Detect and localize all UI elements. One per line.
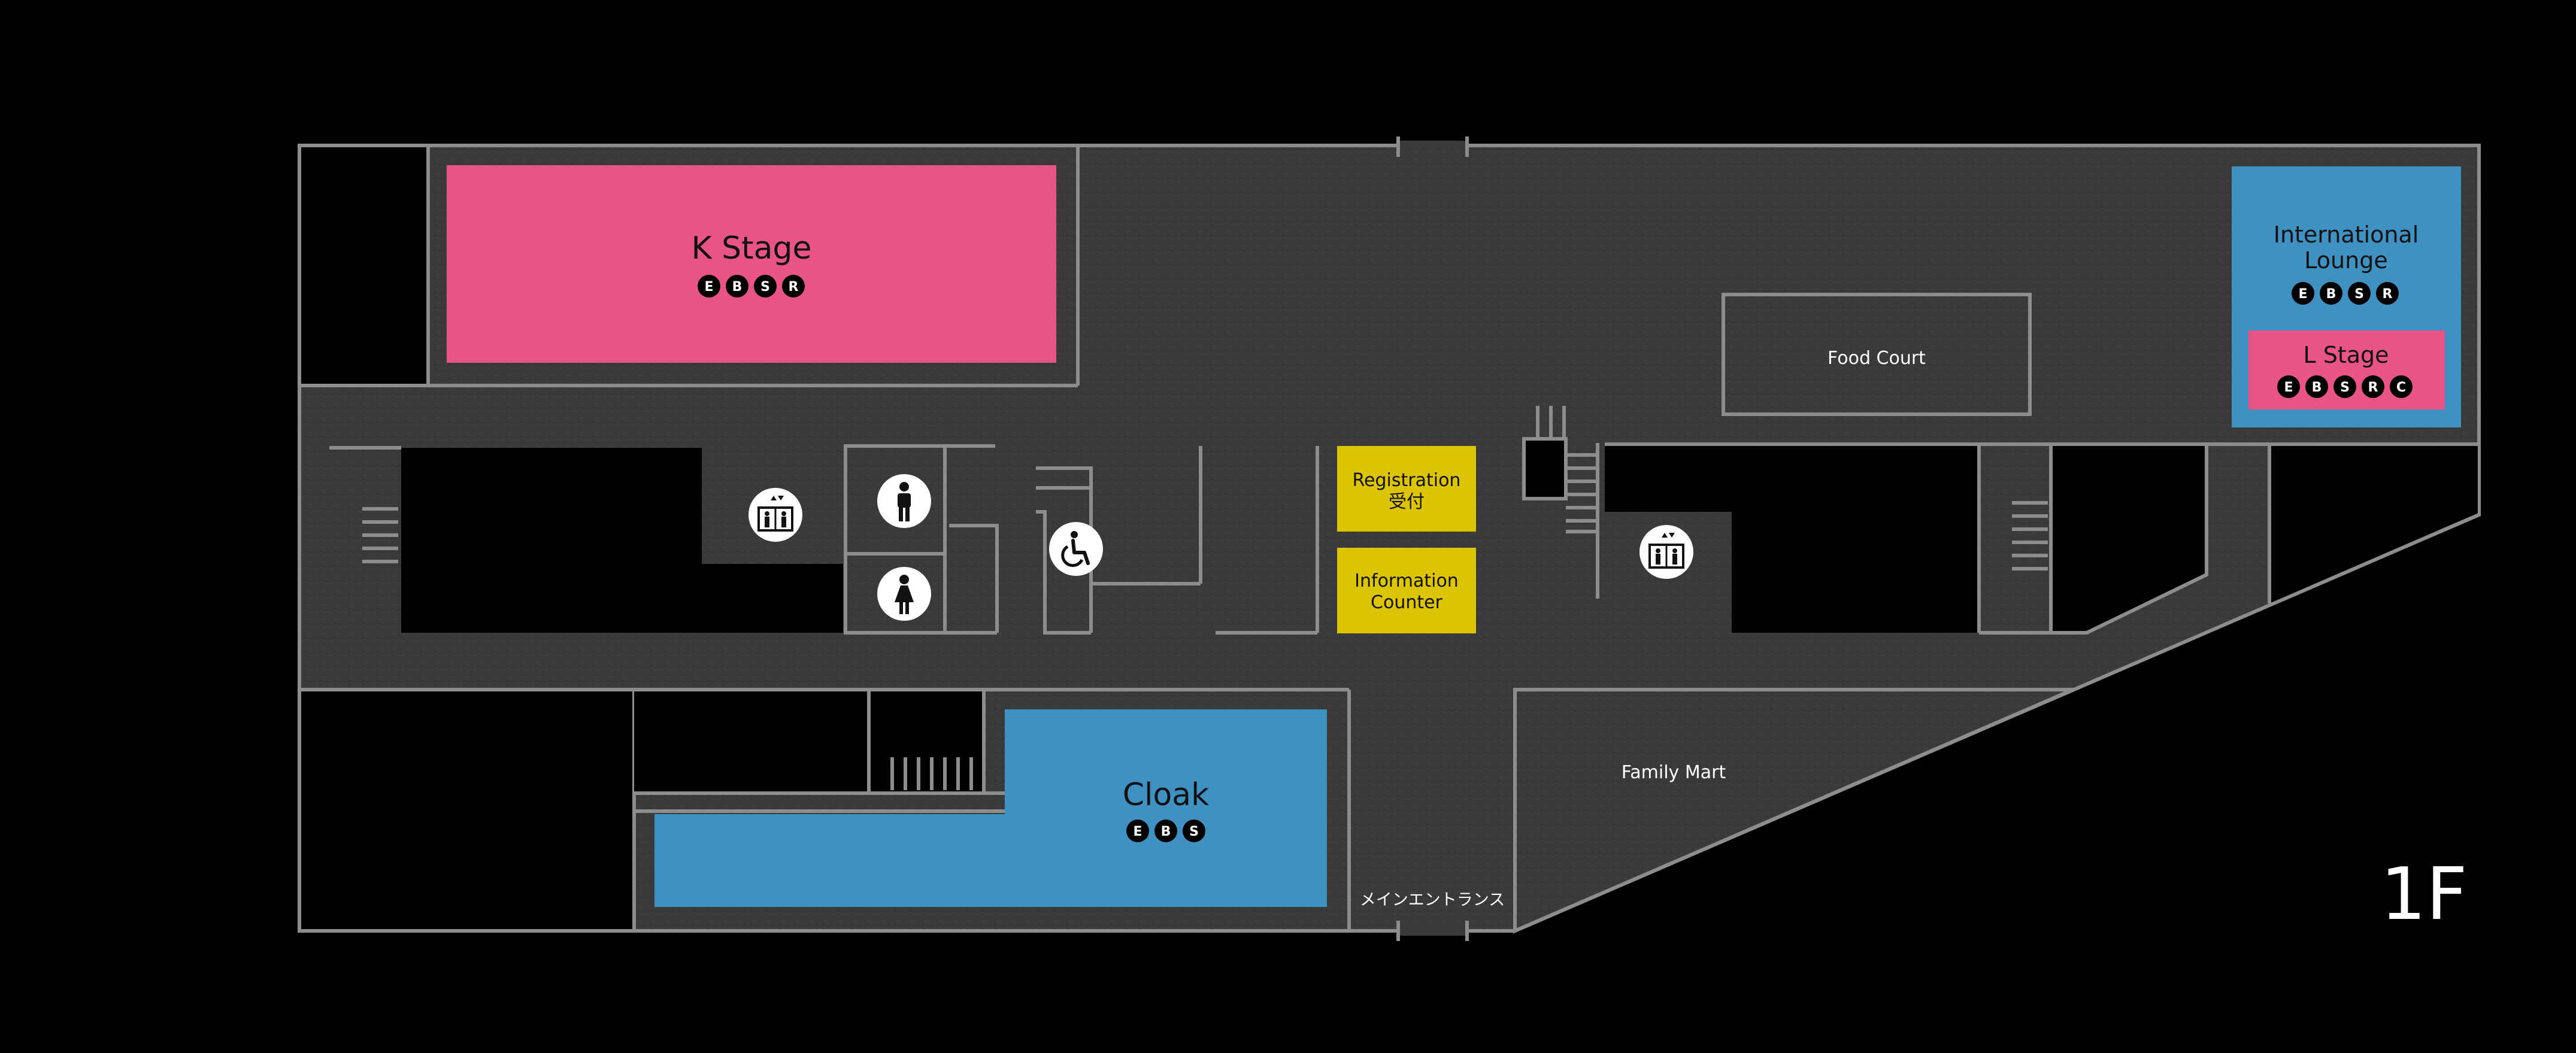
badge-b: B (2320, 282, 2342, 305)
badge-b: B (726, 275, 748, 298)
svg-text:B: B (1161, 824, 1171, 839)
k-stage-badges: E B S R (698, 275, 805, 298)
badge-s: S (2333, 375, 2356, 398)
svg-text:R: R (2383, 287, 2393, 302)
service-block-s2 (869, 691, 984, 793)
badge-e: E (2292, 282, 2314, 305)
badge-e: E (2277, 375, 2300, 398)
family-mart-outline (1513, 688, 2074, 934)
badge-r: R (2376, 282, 2399, 305)
k-stage[interactable] (447, 165, 1056, 363)
stairwell-box (1522, 437, 1568, 500)
service-block-e2 (2051, 446, 2207, 633)
svg-text:R: R (2368, 380, 2378, 395)
floor-label: 1F (2380, 853, 2467, 936)
registration-counter[interactable] (1337, 446, 1476, 532)
elevator-icon (1639, 525, 1693, 579)
l-stage-label: L Stage (2303, 342, 2389, 368)
male-restroom-icon (877, 474, 931, 528)
international-lounge-label-2: Lounge (2304, 247, 2387, 274)
cloak-badges: E B S (1126, 820, 1205, 842)
svg-text:E: E (1133, 824, 1142, 839)
svg-text:B: B (2326, 287, 2336, 302)
information-label-2: Counter (1371, 592, 1443, 613)
svg-text:E: E (2298, 287, 2307, 302)
registration-label-en: Registration (1353, 470, 1461, 491)
badge-s: S (1183, 820, 1205, 842)
svg-text:S: S (760, 280, 770, 295)
service-block-s1 (634, 691, 869, 793)
badge-e: E (698, 275, 720, 298)
wheelchair-icon (1049, 522, 1103, 576)
badge-e: E (1126, 820, 1149, 842)
svg-text:S: S (2354, 287, 2364, 302)
main-entrance-label: メインエントランス (1360, 891, 1505, 909)
service-block-e3 (2269, 446, 2478, 603)
stairs-far-east (2012, 501, 2048, 570)
svg-text:E: E (2284, 380, 2293, 395)
badge-s: S (754, 275, 777, 298)
svg-text:B: B (2312, 380, 2322, 395)
north-entrance-gap (1398, 141, 1467, 151)
restroom-walls (844, 444, 1319, 635)
service-block-east (1605, 444, 1979, 633)
information-counter[interactable] (1337, 548, 1476, 633)
female-restroom-icon (877, 567, 931, 621)
food-court[interactable] (1722, 293, 2032, 416)
service-block-nw (301, 147, 428, 386)
service-block-west (401, 448, 843, 633)
stairs-south (890, 757, 973, 790)
svg-text:S: S (1189, 824, 1199, 839)
lounge-badges: E B S R (2292, 282, 2399, 305)
svg-text:R: R (789, 280, 799, 295)
svg-text:E: E (704, 280, 713, 295)
registration-label-ja: 受付 (1389, 491, 1425, 512)
cloak[interactable] (654, 709, 1327, 907)
badge-r: R (2362, 375, 2384, 398)
information-label-1: Information (1354, 570, 1459, 591)
international-lounge-label-1: International (2274, 221, 2419, 248)
svg-text:C: C (2396, 380, 2406, 395)
elevator-icon (748, 488, 802, 542)
service-block-sw (301, 691, 634, 929)
svg-text:S: S (2340, 380, 2350, 395)
family-mart-label: Family Mart (1622, 762, 1726, 783)
badge-s: S (2348, 282, 2371, 305)
food-court-label: Food Court (1828, 348, 1926, 369)
stairs-west (329, 446, 401, 563)
badge-c: C (2390, 375, 2413, 398)
badge-r: R (782, 275, 805, 298)
south-entrance-gap (1398, 925, 1467, 936)
badge-b: B (2305, 375, 2328, 398)
k-stage-label: K Stage (692, 230, 812, 266)
cloak-label: Cloak (1123, 777, 1210, 813)
svg-text:B: B (732, 280, 743, 295)
badge-b: B (1154, 820, 1177, 842)
stairs-east (1536, 406, 1599, 599)
l-stage-badges: E B S R C (2277, 375, 2413, 398)
